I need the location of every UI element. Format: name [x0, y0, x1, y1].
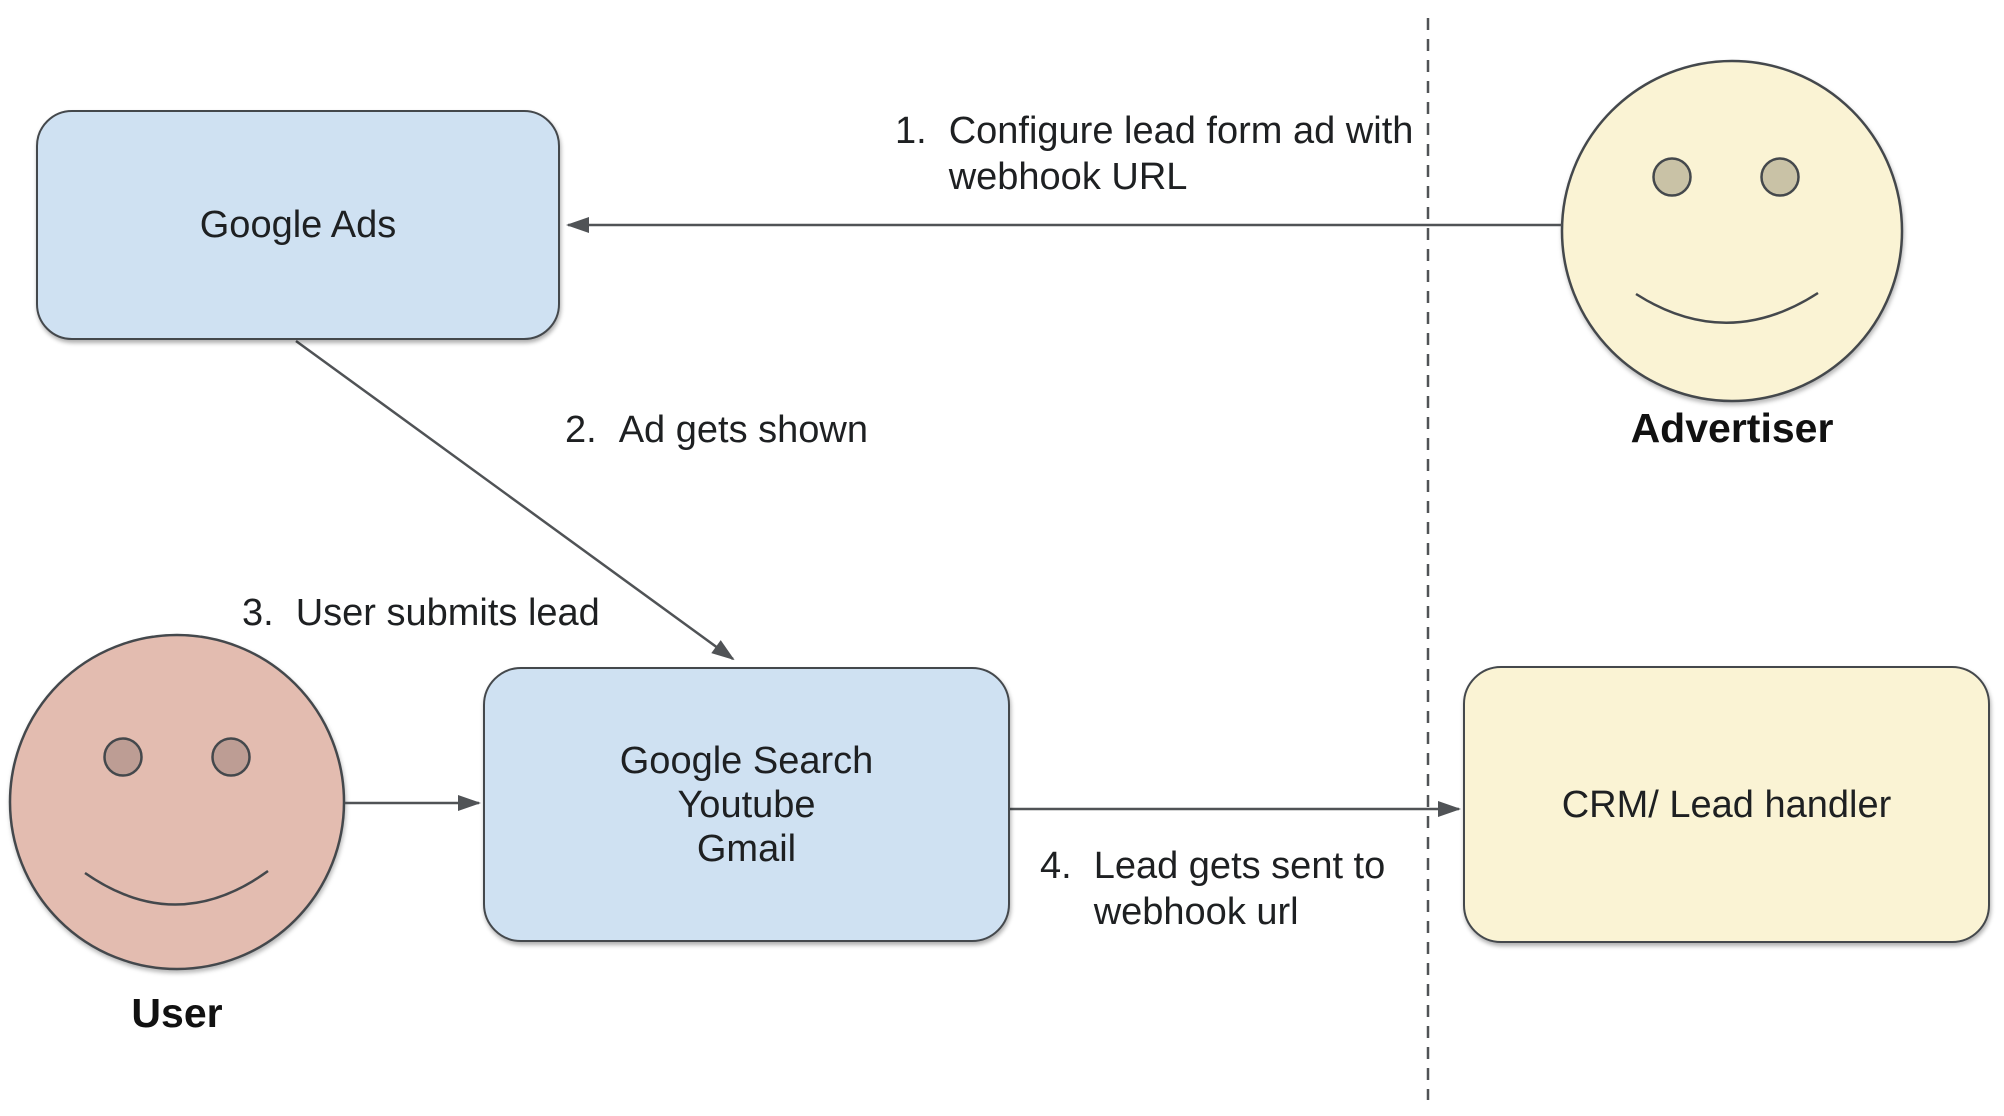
step1-annotation: 1. Configure lead form ad with webhook U…: [895, 108, 1413, 200]
user-right-eye: [211, 737, 251, 777]
user-face-circle: [8, 633, 346, 971]
surfaces-line-youtube: Youtube: [677, 783, 816, 826]
user-smile: [84, 869, 269, 906]
user-face-icon: [8, 633, 346, 971]
advertiser-label: Advertiser: [1630, 405, 1834, 451]
surfaces-line-gmail: Gmail: [696, 827, 797, 870]
advertiser-left-eye: [1652, 157, 1692, 197]
advertiser-face-icon: [1560, 59, 1904, 403]
advertiser-face-circle: [1560, 59, 1904, 403]
user-label: User: [131, 990, 223, 1036]
step4-annotation: 4. Lead gets sent to webhook url: [1040, 843, 1385, 935]
user-left-eye: [103, 737, 143, 777]
step3-annotation: 3. User submits lead: [242, 590, 600, 636]
step1-text: Configure lead form ad with webhook URL: [948, 110, 1414, 198]
step2-text: Ad gets shown: [618, 409, 868, 451]
surfaces-line-google-search: Google Search: [619, 739, 874, 782]
google-surfaces-label: Google Search Youtube Gmail: [620, 739, 874, 871]
step2-number: 2.: [565, 409, 597, 451]
google-surfaces-box: Google Search Youtube Gmail: [483, 667, 1010, 942]
step3-text: User submits lead: [295, 592, 600, 634]
crm-lead-handler-box: CRM/ Lead handler: [1463, 666, 1990, 943]
google-ads-box: Google Ads: [36, 110, 560, 340]
step4-number: 4.: [1040, 845, 1072, 887]
google-ads-label: Google Ads: [199, 204, 397, 246]
step1-number: 1.: [895, 110, 927, 152]
step2-annotation: 2. Ad gets shown: [565, 407, 868, 453]
advertiser-smile: [1635, 291, 1819, 324]
crm-label: CRM/ Lead handler: [1561, 783, 1892, 826]
step3-number: 3.: [242, 592, 274, 634]
advertiser-right-eye: [1760, 157, 1800, 197]
step4-text: Lead gets sent to webhook url: [1093, 845, 1386, 933]
